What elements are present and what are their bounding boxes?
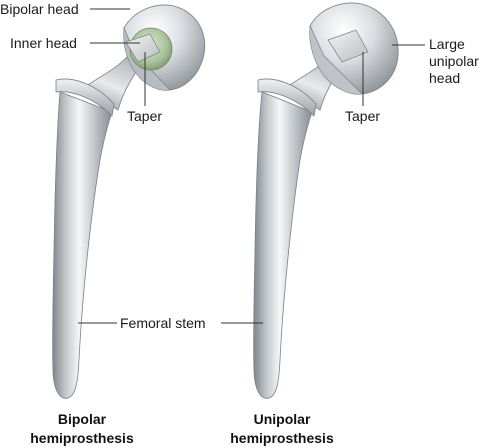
- caption-unipolar-line-2: hemiprosthesis: [230, 430, 334, 446]
- label-large-unipolar-head-line-2: unipolar: [429, 53, 479, 69]
- caption-unipolar-line-1: Unipolar: [253, 411, 311, 427]
- label-large-unipolar-head: Large unipolar head: [429, 36, 479, 87]
- right-taper: [327, 29, 369, 63]
- right-femoral-stem: [253, 91, 313, 399]
- label-femoral-stem: Femoral stem: [120, 315, 206, 331]
- left-femoral-stem: [52, 91, 113, 399]
- label-taper-left: Taper: [127, 108, 163, 124]
- caption-bipolar: Bipolar hemiprosthesis: [7, 410, 157, 448]
- right-collar: [257, 78, 317, 117]
- left-taper: [125, 33, 161, 63]
- label-bipolar-head: Bipolar head: [0, 1, 79, 17]
- caption-bipolar-line-2: hemiprosthesis: [30, 430, 134, 446]
- label-inner-head: Inner head: [10, 35, 77, 51]
- leader-lines: [78, 8, 425, 324]
- label-taper-right: Taper: [345, 108, 381, 124]
- bipolar-prosthesis: [52, 4, 206, 399]
- caption-bipolar-line-1: Bipolar: [57, 411, 107, 427]
- label-large-unipolar-head-line-3: head: [429, 70, 461, 86]
- label-large-unipolar-head-line-1: Large: [429, 36, 465, 52]
- left-collar: [55, 78, 115, 117]
- unipolar-prosthesis: [253, 2, 399, 399]
- unipolar-cutface: [309, 24, 363, 95]
- caption-unipolar: Unipolar hemiprosthesis: [207, 410, 357, 448]
